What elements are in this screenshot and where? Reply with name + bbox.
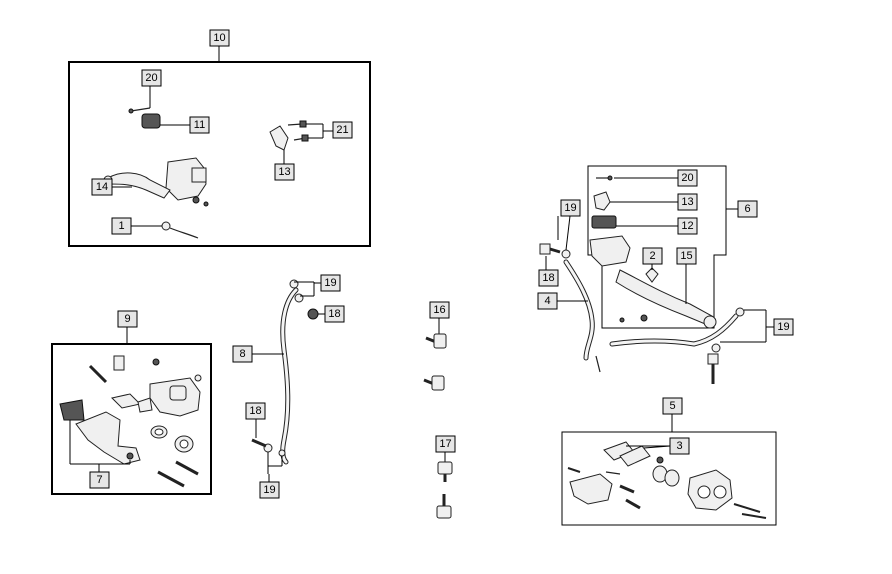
callout-8[interactable]: 8 [232,345,253,363]
part-14-lever [103,172,171,199]
callout-5[interactable]: 5 [662,397,683,415]
part-11-pad [141,113,190,129]
callout-7[interactable]: 7 [89,471,110,489]
svg-text:20: 20 [145,72,157,84]
svg-text:14: 14 [96,181,108,193]
svg-text:19: 19 [777,321,789,333]
callout-7-leaders [69,420,131,472]
svg-text:1: 1 [118,220,124,232]
callout-9[interactable]: 9 [117,310,138,328]
part-13-clip-top [269,125,289,164]
svg-text:12: 12 [681,220,693,232]
svg-text:18: 18 [249,405,261,417]
callout-18-front[interactable]: 18 [538,269,559,287]
callout-19-front-lower-leaders [720,309,774,343]
front-master-parts [589,175,717,329]
svg-text:18: 18 [542,272,554,284]
callout-11[interactable]: 11 [189,116,210,134]
svg-text:18: 18 [328,308,340,320]
svg-text:9: 9 [124,313,130,325]
svg-text:4: 4 [544,295,550,307]
callout-3-leaders [626,445,671,449]
svg-text:13: 13 [681,196,693,208]
svg-text:8: 8 [239,348,245,360]
callout-6[interactable]: 6 [737,200,758,218]
svg-text:5: 5 [669,400,675,412]
svg-text:17: 17 [439,438,451,450]
group-9-frame [51,327,212,495]
svg-text:21: 21 [336,124,348,136]
svg-text:2: 2 [649,250,655,262]
svg-text:7: 7 [96,474,102,486]
svg-text:13: 13 [278,166,290,178]
callout-1[interactable]: 1 [111,217,132,235]
callout-19-front-leader [557,215,571,251]
callout-20-top[interactable]: 20 [141,69,162,87]
rear-caliper-parts [59,355,202,488]
part-16-bolts [423,318,447,391]
callout-19-hose-bottom-leaders [267,452,283,482]
part-1-switch [131,221,199,239]
svg-text:20: 20 [681,172,693,184]
callout-18-rear-hose-top[interactable]: 18 [324,305,345,323]
callout-19-rear-hose-top[interactable]: 19 [320,274,341,292]
front-caliper-parts [567,441,767,519]
callout-19-rear-hose-bottom[interactable]: 19 [259,481,280,499]
callout-15[interactable]: 15 [676,247,697,265]
svg-text:11: 11 [194,119,205,131]
front-hose-lower [595,307,745,384]
callout-20-right[interactable]: 20 [677,169,698,187]
callout-3[interactable]: 3 [669,437,690,455]
callout-21[interactable]: 21 [332,121,353,139]
callout-2[interactable]: 2 [642,247,663,265]
callout-4[interactable]: 4 [537,292,558,310]
part-17-bolts [436,452,453,519]
callout-16[interactable]: 16 [429,301,450,319]
callout-19-front-lower[interactable]: 19 [773,318,794,336]
svg-text:19: 19 [263,484,275,496]
front-brake-hose-4 [539,243,595,361]
callout-10[interactable]: 10 [209,29,230,47]
callout-17[interactable]: 17 [435,435,456,453]
svg-text:16: 16 [433,304,445,316]
rear-brake-hose-8 [251,279,319,465]
svg-text:3: 3 [676,440,682,452]
svg-text:19: 19 [324,277,336,289]
svg-text:10: 10 [213,32,225,44]
callout-12[interactable]: 12 [677,217,698,235]
callout-19-front-hose-top[interactable]: 19 [560,199,581,217]
rear-master-cylinder [165,157,209,207]
group-10-frame [68,46,371,247]
part-21-bolts [287,120,333,142]
svg-text:15: 15 [680,250,692,262]
callout-13-top[interactable]: 13 [274,163,295,181]
svg-text:6: 6 [744,203,750,215]
group-5-frame [561,414,777,526]
callout-14[interactable]: 14 [91,178,113,196]
callout-13-right[interactable]: 13 [677,193,698,211]
callout-19-hose-top-leaders [294,281,321,297]
svg-text:19: 19 [564,202,576,214]
callout-18-rear-hose-bottom[interactable]: 18 [245,402,266,420]
pin-part-20 [128,86,151,114]
